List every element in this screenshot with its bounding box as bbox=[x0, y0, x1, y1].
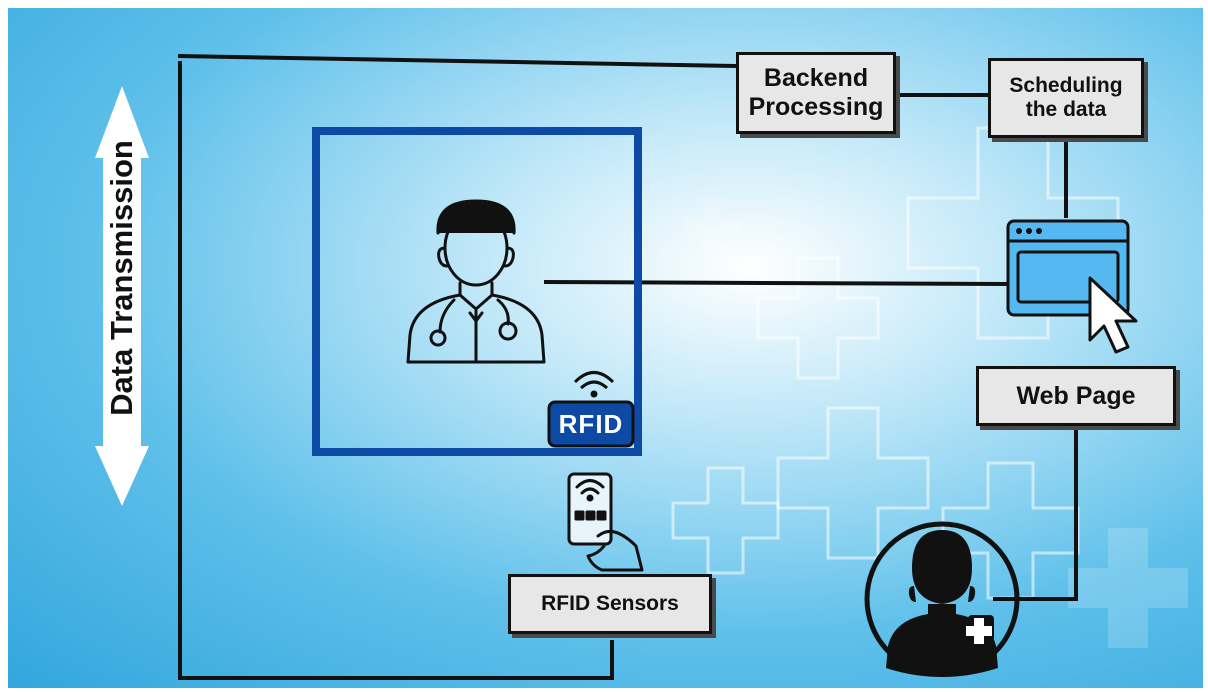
cursor-icon bbox=[1088, 276, 1138, 354]
doctor-frame bbox=[312, 127, 642, 456]
rfid-sensors-box: RFID Sensors bbox=[508, 574, 712, 634]
diagram-graphics bbox=[95, 54, 1188, 680]
scheduling-data-box: Scheduling the data bbox=[988, 58, 1144, 138]
rfid-badge-icon bbox=[547, 371, 635, 448]
nurse-avatar-icon bbox=[864, 521, 1020, 677]
line-doctor-to-webpage bbox=[543, 280, 1009, 286]
data-transmission-arrow bbox=[95, 86, 149, 506]
diagram-canvas: Data Transmission Backend Processing Sch… bbox=[8, 8, 1203, 688]
rfid-card-hand-icon bbox=[567, 472, 644, 572]
data-transmission-label: Data Transmission bbox=[104, 140, 139, 416]
background-crosses-faint bbox=[683, 198, 1188, 648]
data-transmission-loop-line bbox=[178, 61, 614, 680]
web-page-box: Web Page bbox=[976, 366, 1176, 426]
background-crosses bbox=[671, 126, 1120, 600]
doctor-icon bbox=[406, 199, 546, 364]
backend-processing-box: Backend Processing bbox=[736, 52, 896, 134]
rfid-badge-label: RFID bbox=[558, 408, 624, 439]
line-to-backend bbox=[177, 54, 737, 68]
line-webpage-to-nurse bbox=[993, 424, 1078, 601]
